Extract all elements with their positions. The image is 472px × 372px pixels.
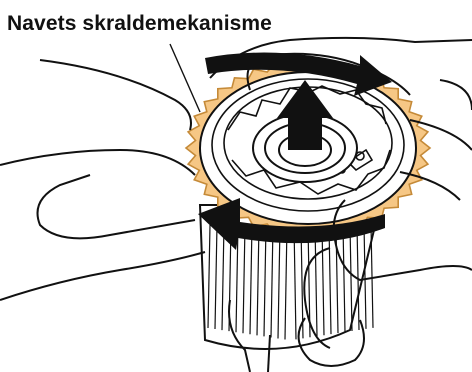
- diagram-title: Navets skraldemekanisme: [7, 12, 272, 36]
- title-leader-line: [170, 44, 200, 112]
